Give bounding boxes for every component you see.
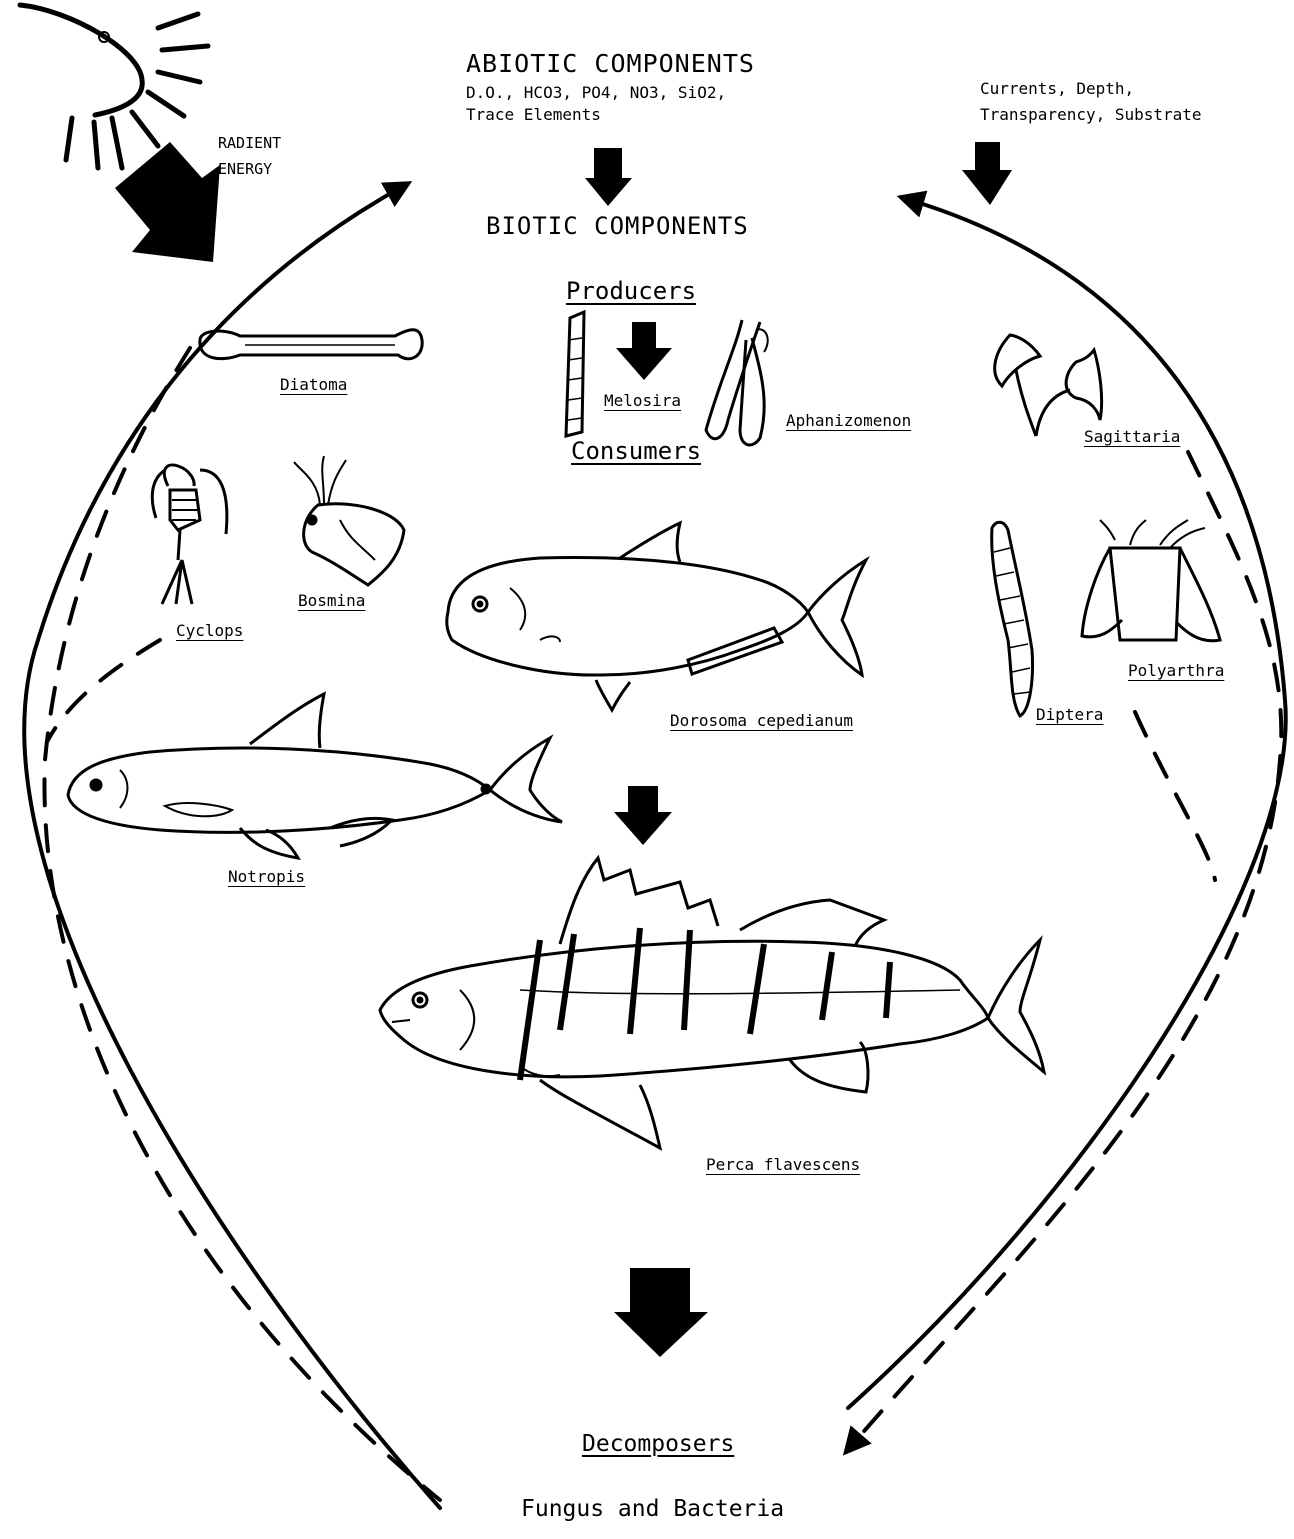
- radiant-energy-line-2: ENERGY: [218, 156, 281, 182]
- physical-factors-line-1: Currents, Depth,: [980, 76, 1202, 102]
- radiant-energy-line-1: RADIENT: [218, 130, 281, 156]
- producers-to-consumers-arrow: [616, 322, 672, 380]
- consumers-label: Consumers: [571, 438, 701, 464]
- abiotic-components-title: ABIOTIC COMPONENTS: [466, 50, 755, 78]
- sagittaria-drawing: [995, 335, 1102, 436]
- abiotic-list-line-2: Trace Elements: [466, 104, 726, 126]
- dorosoma-label: Dorosoma cepedianum: [670, 712, 853, 730]
- polyarthra-drawing: [1082, 520, 1220, 641]
- physical-factors-arrow: [962, 142, 1012, 205]
- sagittaria-label: Sagittaria: [1084, 428, 1180, 446]
- polyarthra-label: Polyarthra: [1128, 662, 1224, 680]
- melosira-label: Melosira: [604, 392, 681, 410]
- bosmina-drawing: [294, 456, 404, 585]
- sun-icon: [20, 5, 208, 168]
- aphanizomenon-label: Aphanizomenon: [786, 412, 911, 430]
- abiotic-to-biotic-arrow: [585, 148, 632, 206]
- decomposers-label: Decomposers: [582, 1432, 734, 1457]
- perca-label: Perca flavescens: [706, 1156, 860, 1174]
- physical-factors-line-2: Transparency, Substrate: [980, 102, 1202, 128]
- diptera-drawing: [992, 522, 1033, 716]
- fungus-bacteria-label: Fungus and Bacteria: [521, 1497, 784, 1522]
- cyclops-label: Cyclops: [176, 622, 243, 640]
- consumers-to-decomposers-arrow: [614, 1268, 708, 1357]
- notropis-drawing: [68, 694, 562, 858]
- diatoma-label: Diatoma: [280, 376, 347, 394]
- physical-factors-label: Currents, Depth, Transparency, Substrate: [980, 76, 1202, 128]
- perca-drawing: [380, 858, 1044, 1148]
- aphanizomenon-drawing: [706, 320, 768, 445]
- bosmina-label: Bosmina: [298, 592, 365, 610]
- cyclops-drawing: [152, 465, 227, 604]
- forage-to-predator-arrow: [614, 786, 672, 845]
- abiotic-components-list: D.O., HCO3, PO4, NO3, SiO2, Trace Elemen…: [466, 82, 726, 126]
- radiant-energy-arrow: [115, 142, 220, 262]
- notropis-label: Notropis: [228, 868, 305, 886]
- biotic-components-title: BIOTIC COMPONENTS: [486, 213, 749, 239]
- radiant-energy-label: RADIENT ENERGY: [218, 130, 281, 182]
- diatoma-drawing: [200, 330, 422, 359]
- producers-label: Producers: [566, 278, 696, 304]
- abiotic-list-line-1: D.O., HCO3, PO4, NO3, SiO2,: [466, 82, 726, 104]
- diptera-label: Diptera: [1036, 706, 1103, 724]
- melosira-drawing: [566, 312, 584, 436]
- dorosoma-drawing: [447, 523, 866, 710]
